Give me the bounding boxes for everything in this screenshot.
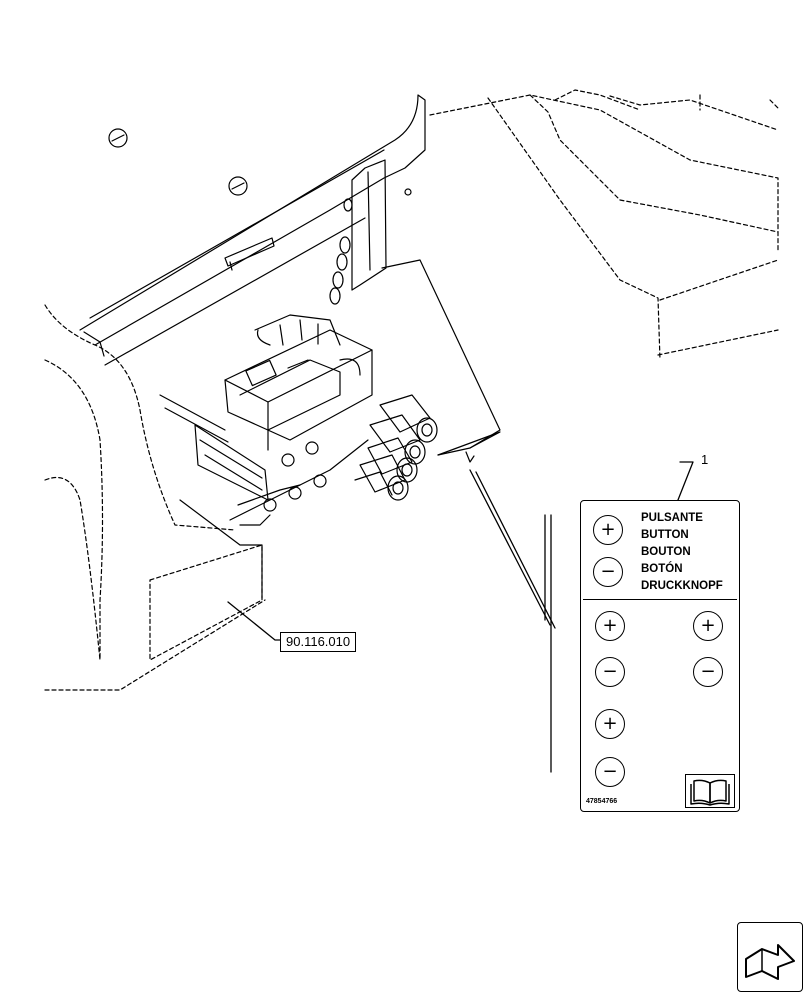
minus-button-icon: − bbox=[693, 657, 723, 687]
decal-legend-section: + − PULSANTE BUTTON BOUTON BOTÓN DRUCKKN… bbox=[583, 503, 737, 600]
minus-symbol: − bbox=[700, 661, 716, 682]
seat-console bbox=[429, 89, 779, 361]
plus-button-icon: + bbox=[595, 709, 625, 739]
legend-plus-button-icon: + bbox=[593, 515, 623, 545]
label-spanish: BOTÓN bbox=[641, 563, 683, 575]
button-decal: + − PULSANTE BUTTON BOUTON BOTÓN DRUCKKN… bbox=[580, 500, 740, 812]
cab-side-panel bbox=[79, 94, 426, 366]
plus-button-icon: + bbox=[693, 611, 723, 641]
label-english: BUTTON bbox=[641, 529, 689, 541]
minus-symbol: − bbox=[602, 661, 618, 682]
minus-symbol: − bbox=[600, 561, 616, 582]
callout-number: 1 bbox=[701, 452, 709, 467]
mounting-plate bbox=[179, 431, 501, 599]
next-page-arrow-icon[interactable] bbox=[737, 922, 803, 992]
minus-button-icon: − bbox=[595, 757, 625, 787]
label-french: BOUTON bbox=[641, 546, 691, 558]
plus-symbol: + bbox=[700, 615, 716, 636]
control-valve bbox=[159, 314, 373, 526]
floor-plate bbox=[149, 544, 263, 661]
legend-minus-button-icon: − bbox=[593, 557, 623, 587]
floor-panel bbox=[44, 304, 266, 691]
leader-lines bbox=[227, 461, 694, 773]
plus-symbol: + bbox=[602, 713, 618, 734]
plus-button-icon: + bbox=[595, 611, 625, 641]
minus-button-icon: − bbox=[595, 657, 625, 687]
minus-symbol: − bbox=[602, 761, 618, 782]
quick-couplers bbox=[354, 394, 438, 501]
label-italian: PULSANTE bbox=[641, 512, 703, 524]
reference-link-90-116-010[interactable]: 90.116.010 bbox=[280, 632, 357, 652]
plus-symbol: + bbox=[602, 615, 618, 636]
plus-symbol: + bbox=[600, 519, 616, 540]
decal-part-number: 47854766 bbox=[586, 798, 618, 805]
open-book-icon bbox=[685, 774, 735, 808]
console-column bbox=[329, 159, 501, 456]
label-german: DRUCKKNOPF bbox=[641, 580, 723, 592]
